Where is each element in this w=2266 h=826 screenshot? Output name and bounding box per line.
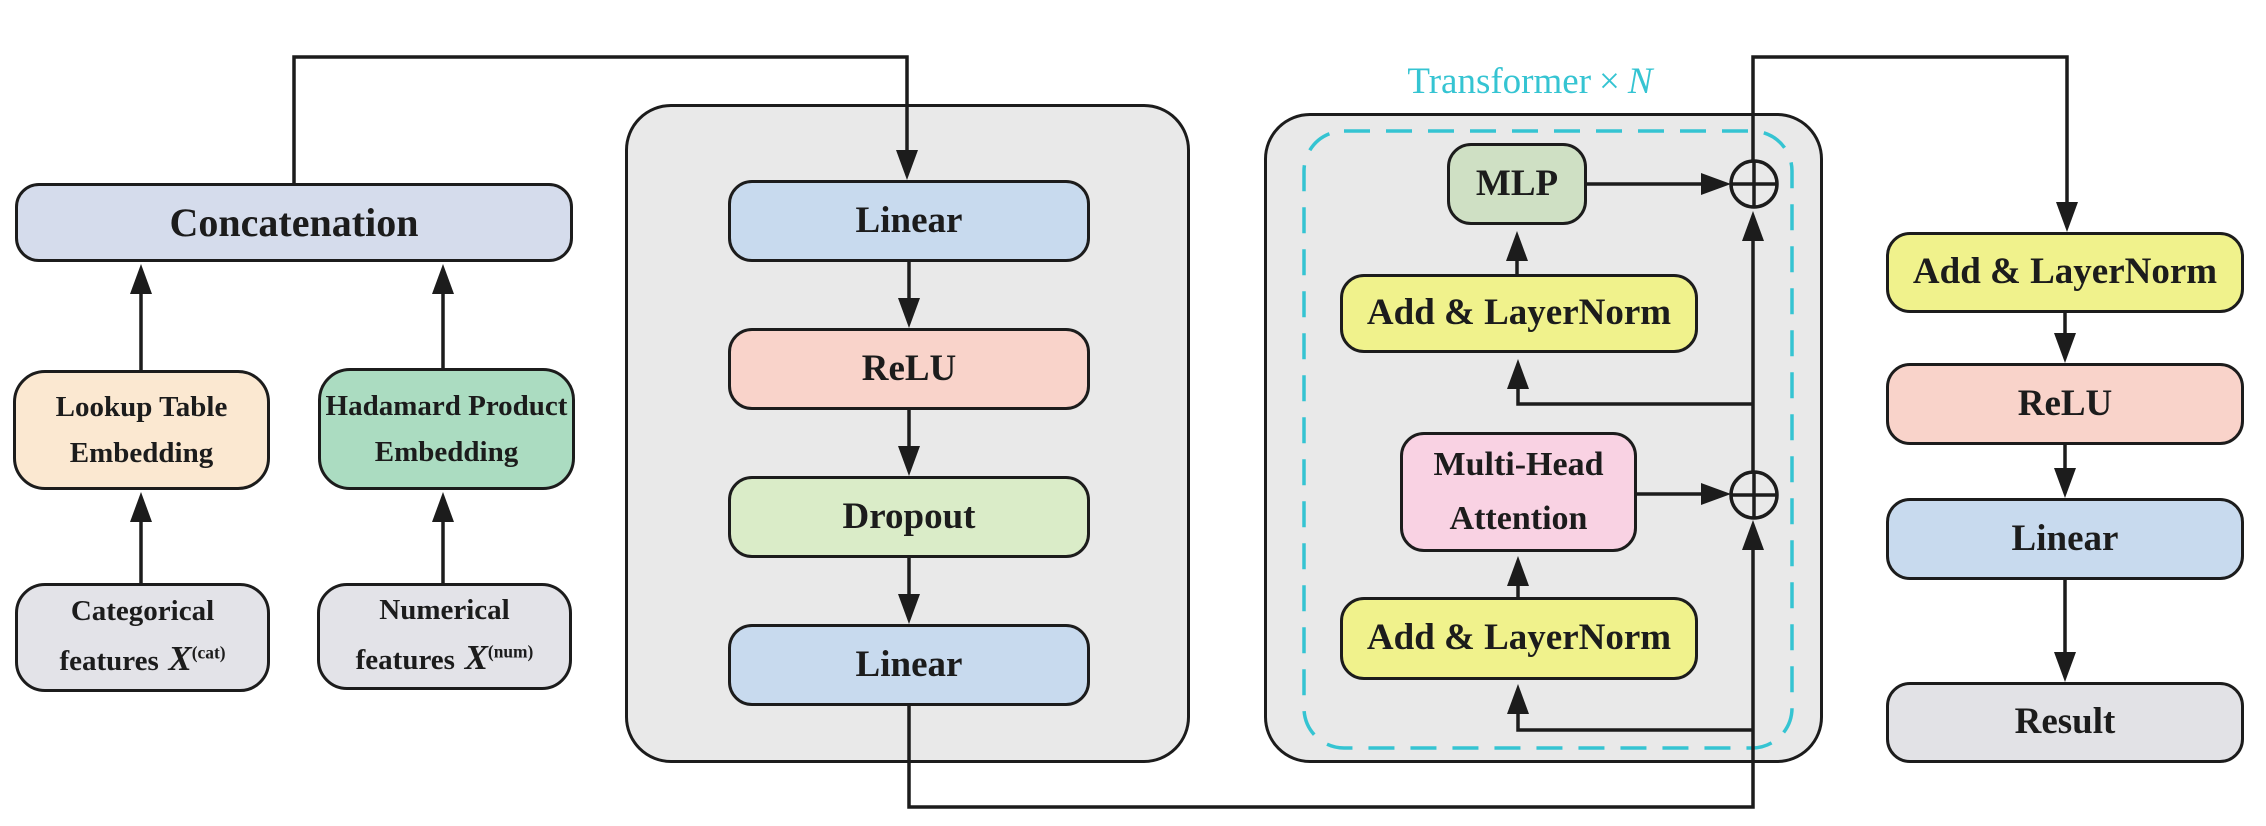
output-linear-label: Linear bbox=[2011, 517, 2119, 559]
feature-linear-top-node: Linear bbox=[728, 180, 1090, 262]
arrowhead-into-mlp bbox=[1506, 231, 1528, 261]
multi-head-attention-node: Multi-Head Attention bbox=[1400, 432, 1637, 552]
transformer-addnorm-top-label: Add & LayerNorm bbox=[1366, 292, 1672, 334]
repeat-count-symbol: N bbox=[1627, 61, 1653, 102]
output-relu-node: ReLU bbox=[1886, 363, 2244, 445]
transformer-addnorm-bottom-node: Add & LayerNorm bbox=[1340, 597, 1698, 680]
numerical-superscript: (num) bbox=[487, 641, 534, 662]
arrowhead-into-linear-final bbox=[2054, 468, 2076, 498]
numerical-variable: X bbox=[464, 638, 488, 678]
wire-bottom-route bbox=[907, 550, 1755, 809]
arrowhead-into-linear1 bbox=[896, 150, 918, 180]
output-addnorm-node: Add & LayerNorm bbox=[1886, 232, 2244, 313]
output-linear-node: Linear bbox=[1886, 498, 2244, 580]
arrowhead-into-add2 bbox=[1742, 520, 1764, 550]
arrowhead-into-mha bbox=[1507, 556, 1529, 586]
feature-linear-bottom-node: Linear bbox=[728, 624, 1090, 706]
arrowhead-into-relu-final bbox=[2054, 333, 2076, 363]
concatenation-node: Concatenation bbox=[15, 183, 573, 262]
transformer-addnorm-top-node: Add & LayerNorm bbox=[1340, 274, 1698, 353]
transformer-repeat-label-text: Transformer bbox=[1407, 61, 1592, 102]
feature-dropout-node: Dropout bbox=[728, 476, 1090, 558]
mha-label-line2: Attention bbox=[1449, 500, 1588, 537]
arrowhead-into-relu bbox=[898, 298, 920, 328]
wire-concat-to-feature-mlp bbox=[292, 55, 909, 183]
transformer-mlp-label: MLP bbox=[1475, 162, 1559, 204]
arrowhead-lookup-into-concat bbox=[130, 264, 152, 294]
hadamard-label-line1: Hadamard Product bbox=[325, 389, 568, 422]
categorical-label-line2: features X(cat) bbox=[59, 633, 225, 685]
arrowhead-into-hadamard bbox=[432, 492, 454, 522]
numerical-label-line2: features X(num) bbox=[356, 632, 534, 684]
concatenation-label: Concatenation bbox=[169, 199, 419, 245]
residual-add-icon-top bbox=[1729, 159, 1779, 209]
feature-dropout-label: Dropout bbox=[842, 495, 976, 537]
arrowhead-into-lookup bbox=[130, 492, 152, 522]
wire-branch-upper-addnorm bbox=[1516, 389, 1753, 406]
arrowhead-hadamard-into-concat bbox=[432, 264, 454, 294]
arrowhead-into-result bbox=[2054, 652, 2076, 682]
feature-linear-top-label: Linear bbox=[855, 199, 963, 241]
arrowhead-mha-into-add2 bbox=[1701, 483, 1731, 505]
result-node: Result bbox=[1886, 682, 2244, 763]
residual-add-icon-bottom bbox=[1729, 470, 1779, 520]
mha-label-line1: Multi-Head bbox=[1433, 445, 1604, 483]
arrowhead-mlp-into-add1 bbox=[1701, 173, 1731, 195]
arrowhead-into-add1 bbox=[1742, 211, 1764, 241]
wire-branch-lower-addnorm bbox=[1516, 714, 1753, 732]
categorical-label-line1: Categorical bbox=[70, 594, 215, 627]
numerical-features-node: Numerical features X(num) bbox=[317, 583, 572, 690]
feature-linear-bottom-label: Linear bbox=[855, 643, 963, 685]
feature-relu-node: ReLU bbox=[728, 328, 1090, 410]
lookup-label-line2: Embedding bbox=[69, 437, 214, 469]
arrowhead-into-dropout bbox=[898, 446, 920, 476]
feature-relu-label: ReLU bbox=[861, 347, 957, 389]
multiply-symbol: × bbox=[1599, 61, 1620, 102]
transformer-repeat-dashed-border bbox=[1302, 129, 1794, 750]
arrowhead-into-addnorm-upper bbox=[1507, 359, 1529, 389]
hadamard-product-embedding-node: Hadamard Product Embedding bbox=[318, 368, 575, 490]
arrowheads bbox=[130, 150, 2078, 714]
categorical-variable: X bbox=[168, 639, 192, 679]
output-addnorm-label: Add & LayerNorm bbox=[1912, 251, 2218, 293]
numerical-label-line1: Numerical bbox=[379, 593, 510, 626]
transformer-addnorm-bottom-label: Add & LayerNorm bbox=[1366, 617, 1672, 659]
categorical-superscript: (cat) bbox=[191, 642, 226, 663]
lookup-table-embedding-node: Lookup Table Embedding bbox=[13, 370, 270, 490]
arrowhead-into-addnorm-final bbox=[2056, 202, 2078, 232]
output-relu-label: ReLU bbox=[2017, 382, 2113, 424]
hadamard-label-line2: Embedding bbox=[374, 436, 519, 468]
categorical-features-word: features bbox=[59, 645, 159, 678]
result-label: Result bbox=[2014, 701, 2116, 743]
lookup-label-line1: Lookup Table bbox=[55, 390, 228, 423]
arrowhead-into-linear2 bbox=[898, 594, 920, 624]
numerical-features-word: features bbox=[355, 644, 455, 677]
transformer-mlp-node: MLP bbox=[1447, 143, 1587, 225]
arrowhead-into-addnorm-lower bbox=[1507, 684, 1529, 714]
categorical-features-node: Categorical features X(cat) bbox=[15, 583, 270, 692]
transformer-repeat-label: Transformer×N bbox=[1330, 60, 1730, 103]
wire-transformer-to-output bbox=[1751, 55, 2069, 204]
